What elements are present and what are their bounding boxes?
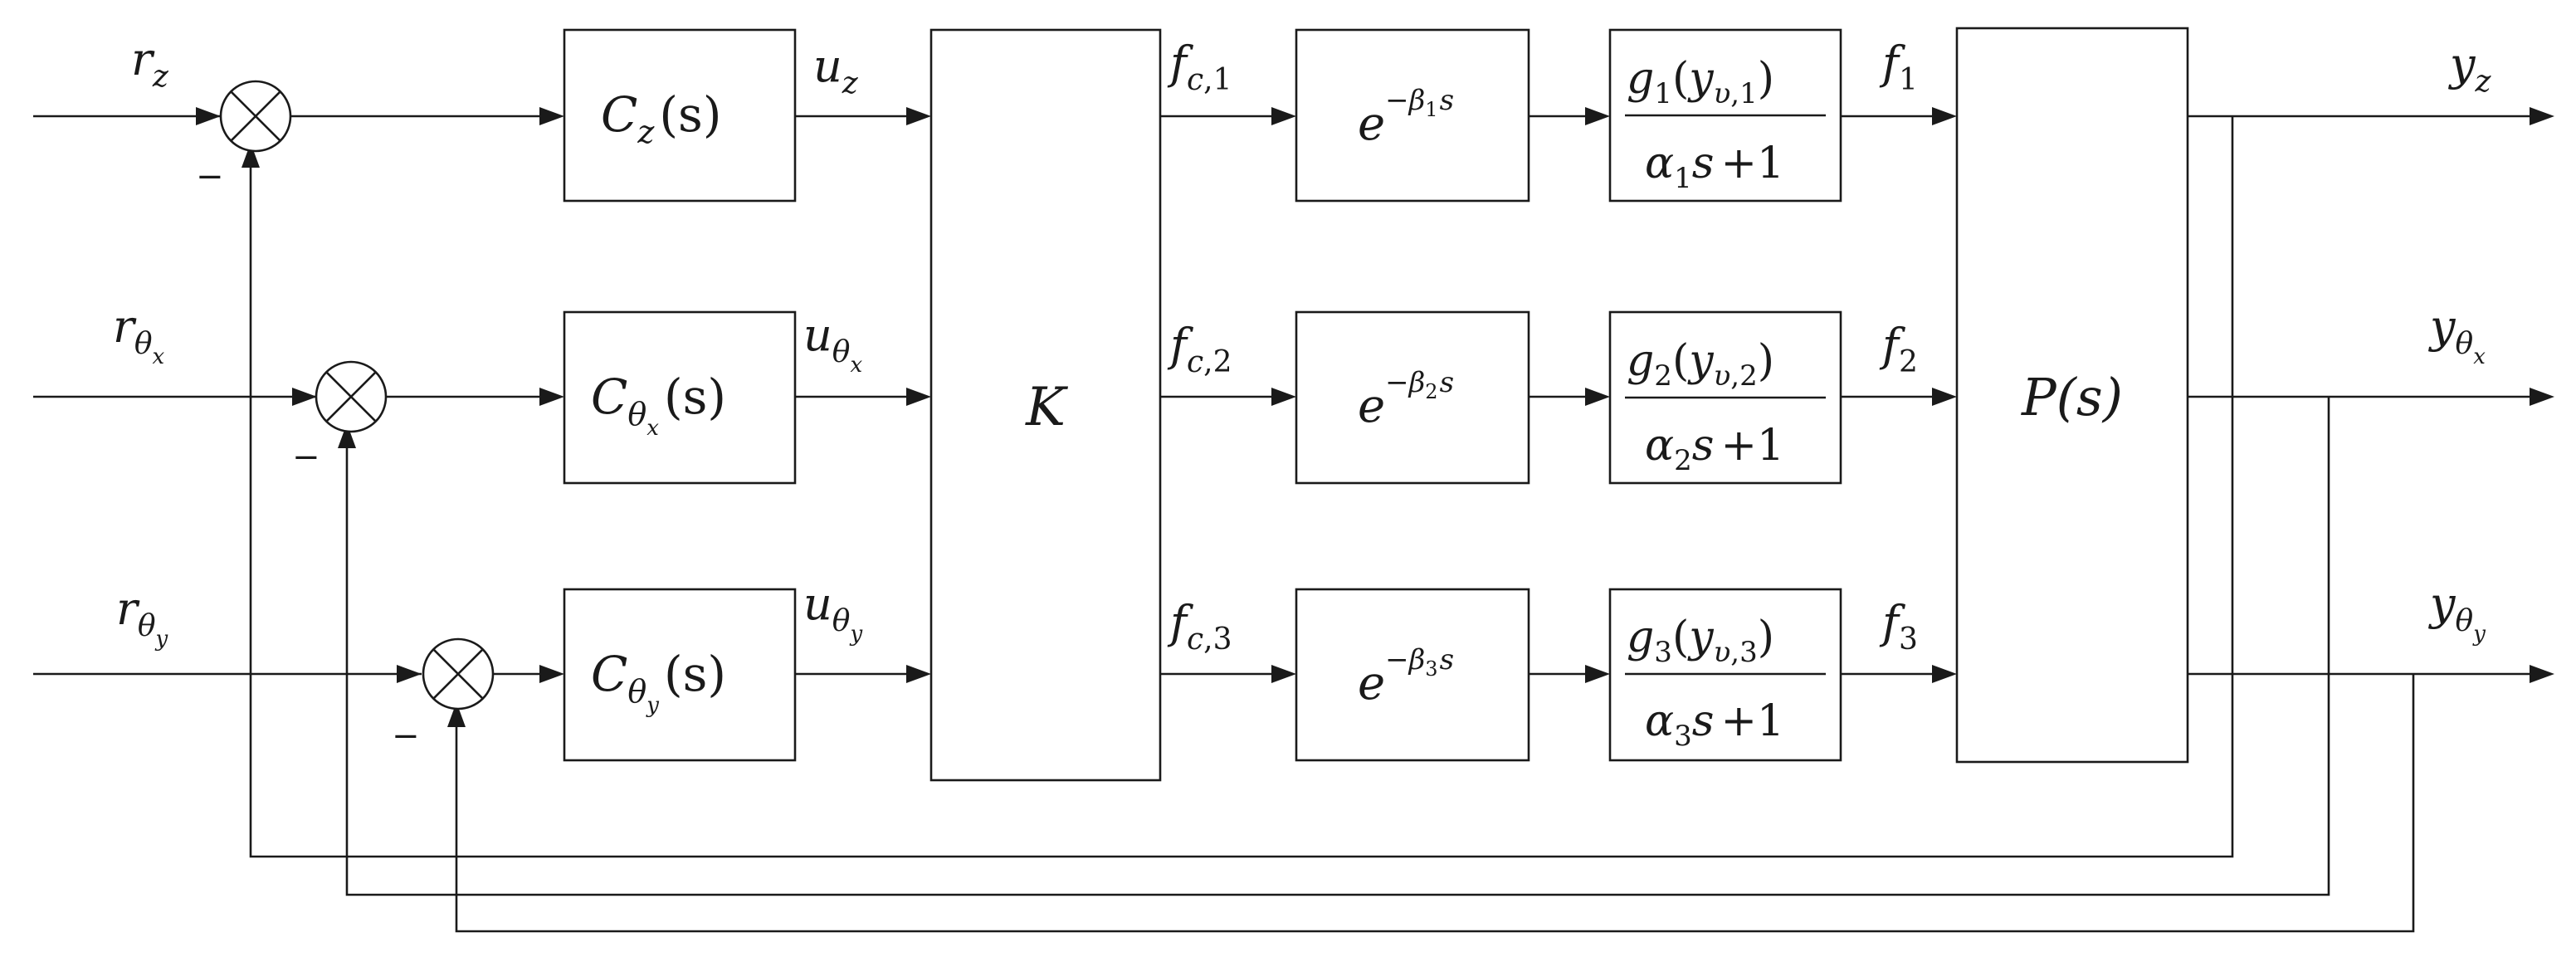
arrow-into-sum-z [196, 107, 221, 125]
minus-sign-theta-x: − [292, 438, 320, 476]
arrow-feedback-z [242, 143, 260, 168]
row-z [33, 107, 2554, 858]
commanded-force-label-2: fc,2 [1167, 319, 1232, 379]
control-signal-label-theta-y: uθy [803, 578, 862, 647]
arrow-into-plant-2 [1932, 388, 1957, 406]
summing-junction-theta-x [315, 360, 388, 433]
arrow-into-controller-theta-x [539, 388, 564, 406]
arrow-into-actuator-1 [1585, 107, 1610, 125]
arrow-into-delay-2 [1271, 388, 1296, 406]
matrix-k-label: K [1025, 377, 1068, 438]
row-theta-x [33, 388, 2554, 896]
controller-block-theta-y [563, 588, 797, 762]
arrow-into-k-theta-y [906, 665, 931, 683]
arrow-into-sum-theta-x [292, 388, 317, 406]
arrow-output-theta-y [2530, 665, 2554, 683]
arrow-into-sum-theta-y [397, 665, 422, 683]
arrow-into-delay-3 [1271, 665, 1296, 683]
arrow-into-plant-3 [1932, 665, 1957, 683]
row-theta-y [33, 665, 2554, 933]
actuator-denominator-3: α3s+1 [1645, 696, 1784, 753]
arrow-into-actuator-3 [1585, 665, 1610, 683]
controller-label-theta-x: Cθx(s) [591, 369, 726, 441]
input-label-z: rz [131, 33, 169, 94]
plant-block [1955, 27, 2189, 764]
output-label-z: yz [2448, 38, 2492, 99]
summing-junction-z [219, 80, 292, 153]
delay-block-2 [1295, 310, 1530, 485]
actuator-numerator-3: g3(yυ,3) [1627, 613, 1774, 669]
arrow-into-k-z [906, 107, 931, 125]
delay-label-1: e−β1s [1358, 84, 1454, 151]
arrow-into-controller-theta-y [539, 665, 564, 683]
arrow-into-k-theta-x [906, 388, 931, 406]
arrow-feedback-theta-y [447, 702, 466, 727]
arrow-feedback-theta-x [338, 423, 356, 448]
delay-label-3: e−β3s [1358, 643, 1454, 710]
arrow-output-theta-x [2530, 388, 2554, 406]
control-signal-label-z: uz [813, 40, 859, 100]
arrow-into-actuator-2 [1585, 388, 1610, 406]
actuator-numerator-2: g2(yυ,2) [1627, 336, 1774, 393]
input-label-theta-y: rθy [116, 583, 168, 652]
plant-label: P(s) [2021, 367, 2123, 427]
control-signal-label-theta-x: uθx [803, 309, 862, 378]
output-label-theta-x: yθx [2428, 300, 2486, 369]
delay-block-3 [1295, 588, 1530, 762]
summing-junction-theta-y [422, 637, 495, 710]
input-label-theta-x: rθx [113, 300, 165, 369]
controller-block-z [563, 28, 797, 203]
actuator-numerator-1: g1(yυ,1) [1627, 54, 1774, 110]
matrix-k-block [929, 28, 1162, 782]
arrow-output-z [2530, 107, 2554, 125]
delay-label-2: e−β2s [1358, 366, 1454, 433]
controller-label-z: Cz(s) [601, 86, 721, 150]
feedback-line-theta-x [345, 397, 2330, 896]
output-label-theta-y: yθy [2428, 578, 2486, 647]
controller-label-theta-y: Cθy(s) [591, 646, 726, 718]
arrow-into-plant-1 [1932, 107, 1957, 125]
force-label-2: f2 [1879, 319, 1918, 379]
actuator-denominator-2: α2s+1 [1645, 421, 1784, 477]
feedback-line-z [249, 116, 2234, 858]
minus-sign-theta-y: − [392, 717, 420, 755]
minus-sign-z: − [196, 158, 224, 196]
arrow-into-delay-1 [1271, 107, 1296, 125]
controller-block-theta-x [563, 310, 797, 485]
delay-block-1 [1295, 28, 1530, 203]
arrow-into-controller-z [539, 107, 564, 125]
actuator-denominator-1: α1s+1 [1645, 139, 1784, 195]
feedback-line-theta-y [455, 674, 2415, 933]
